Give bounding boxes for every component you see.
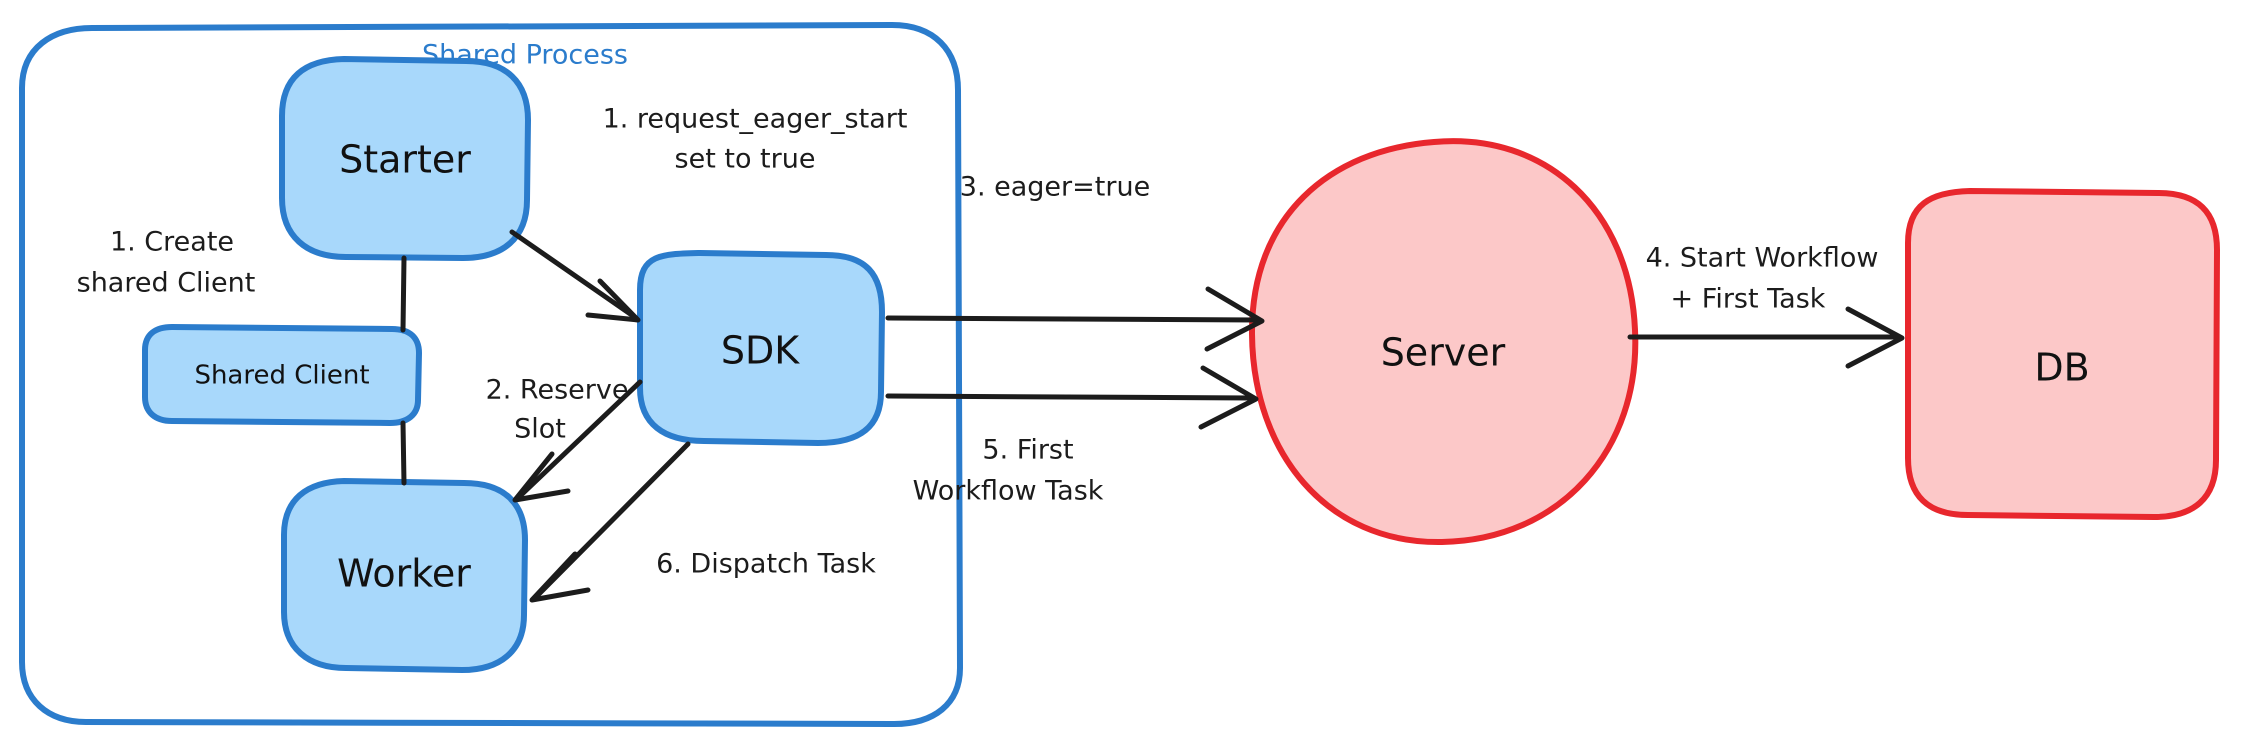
edge-reserve-slot: 2. Reserve Slot	[486, 375, 643, 503]
edge-line-sdk-worker-reserve	[515, 379, 643, 501]
starter-shape	[279, 55, 532, 262]
arrow-head-reserve-slot	[512, 451, 571, 503]
edge-label-reserve-slot-line2: Slot	[514, 414, 566, 445]
arrow-head-start-workflow	[1845, 306, 1905, 369]
edge-first-workflow-task: 5. First Workflow Task	[885, 365, 1259, 507]
worker-label: Worker	[337, 552, 471, 596]
edge-label-request-eager-start-line1: 1. request_eager_start	[603, 104, 908, 135]
edge-request-eager-start: 1. request_eager_start set to true	[509, 104, 908, 323]
edge-label-start-workflow-line1: 4. Start Workflow	[1646, 243, 1879, 274]
node-worker[interactable]: Worker	[281, 477, 529, 674]
edge-label-reserve-slot-line1: 2. Reserve	[486, 375, 629, 406]
edge-eager-true: 3. eager=true	[885, 172, 1265, 352]
node-shared-client[interactable]: Shared Client	[142, 323, 423, 427]
edge-label-create-shared-client-line1: 1. Create	[110, 227, 234, 258]
sdk-shape	[637, 249, 886, 447]
edge-label-start-workflow-line2: + First Task	[1671, 284, 1826, 315]
edge-line-sdk-server-first-task	[885, 393, 1255, 401]
shared-process-border	[19, 21, 964, 728]
arrow-head-dispatch-task	[529, 551, 591, 603]
edge-label-create-shared-client-line2: shared Client	[77, 268, 256, 299]
server-shape	[1248, 138, 1639, 546]
shared-client-label: Shared Client	[194, 361, 369, 391]
node-starter[interactable]: Starter	[279, 55, 532, 262]
node-db[interactable]: DB	[1905, 187, 2221, 521]
edge-dispatch-task: 6. Dispatch Task	[529, 441, 876, 603]
edge-label-request-eager-start-line2: set to true	[675, 144, 816, 175]
arrow-head-eager-true	[1204, 286, 1265, 352]
edge-line-starter-sdk	[509, 229, 639, 321]
starter-label: Starter	[339, 138, 471, 182]
edge-label-first-workflow-task-line2: Workflow Task	[913, 476, 1104, 507]
edge-label-first-workflow-task-line1: 5. First	[982, 435, 1073, 466]
sdk-label: SDK	[721, 329, 800, 373]
edge-line-starter-shared-client	[400, 255, 407, 333]
edge-create-shared-client: 1. Create shared Client	[77, 227, 407, 486]
edge-start-workflow: 4. Start Workflow + First Task	[1627, 243, 1905, 369]
db-shape	[1905, 187, 2221, 521]
edge-line-shared-client-worker	[400, 420, 407, 486]
db-label: DB	[2034, 346, 2089, 390]
arrow-head-first-workflow-task	[1198, 365, 1259, 430]
node-sdk[interactable]: SDK	[637, 249, 886, 447]
edge-line-sdk-server-eager	[885, 315, 1261, 323]
server-label: Server	[1381, 331, 1506, 375]
node-server[interactable]: Server	[1248, 138, 1639, 546]
worker-shape	[281, 477, 529, 674]
arrow-head-starter-sdk	[585, 278, 641, 323]
edge-label-dispatch-task: 6. Dispatch Task	[656, 549, 876, 580]
edge-label-eager-true: 3. eager=true	[960, 172, 1150, 203]
shared-client-shape	[142, 323, 423, 427]
